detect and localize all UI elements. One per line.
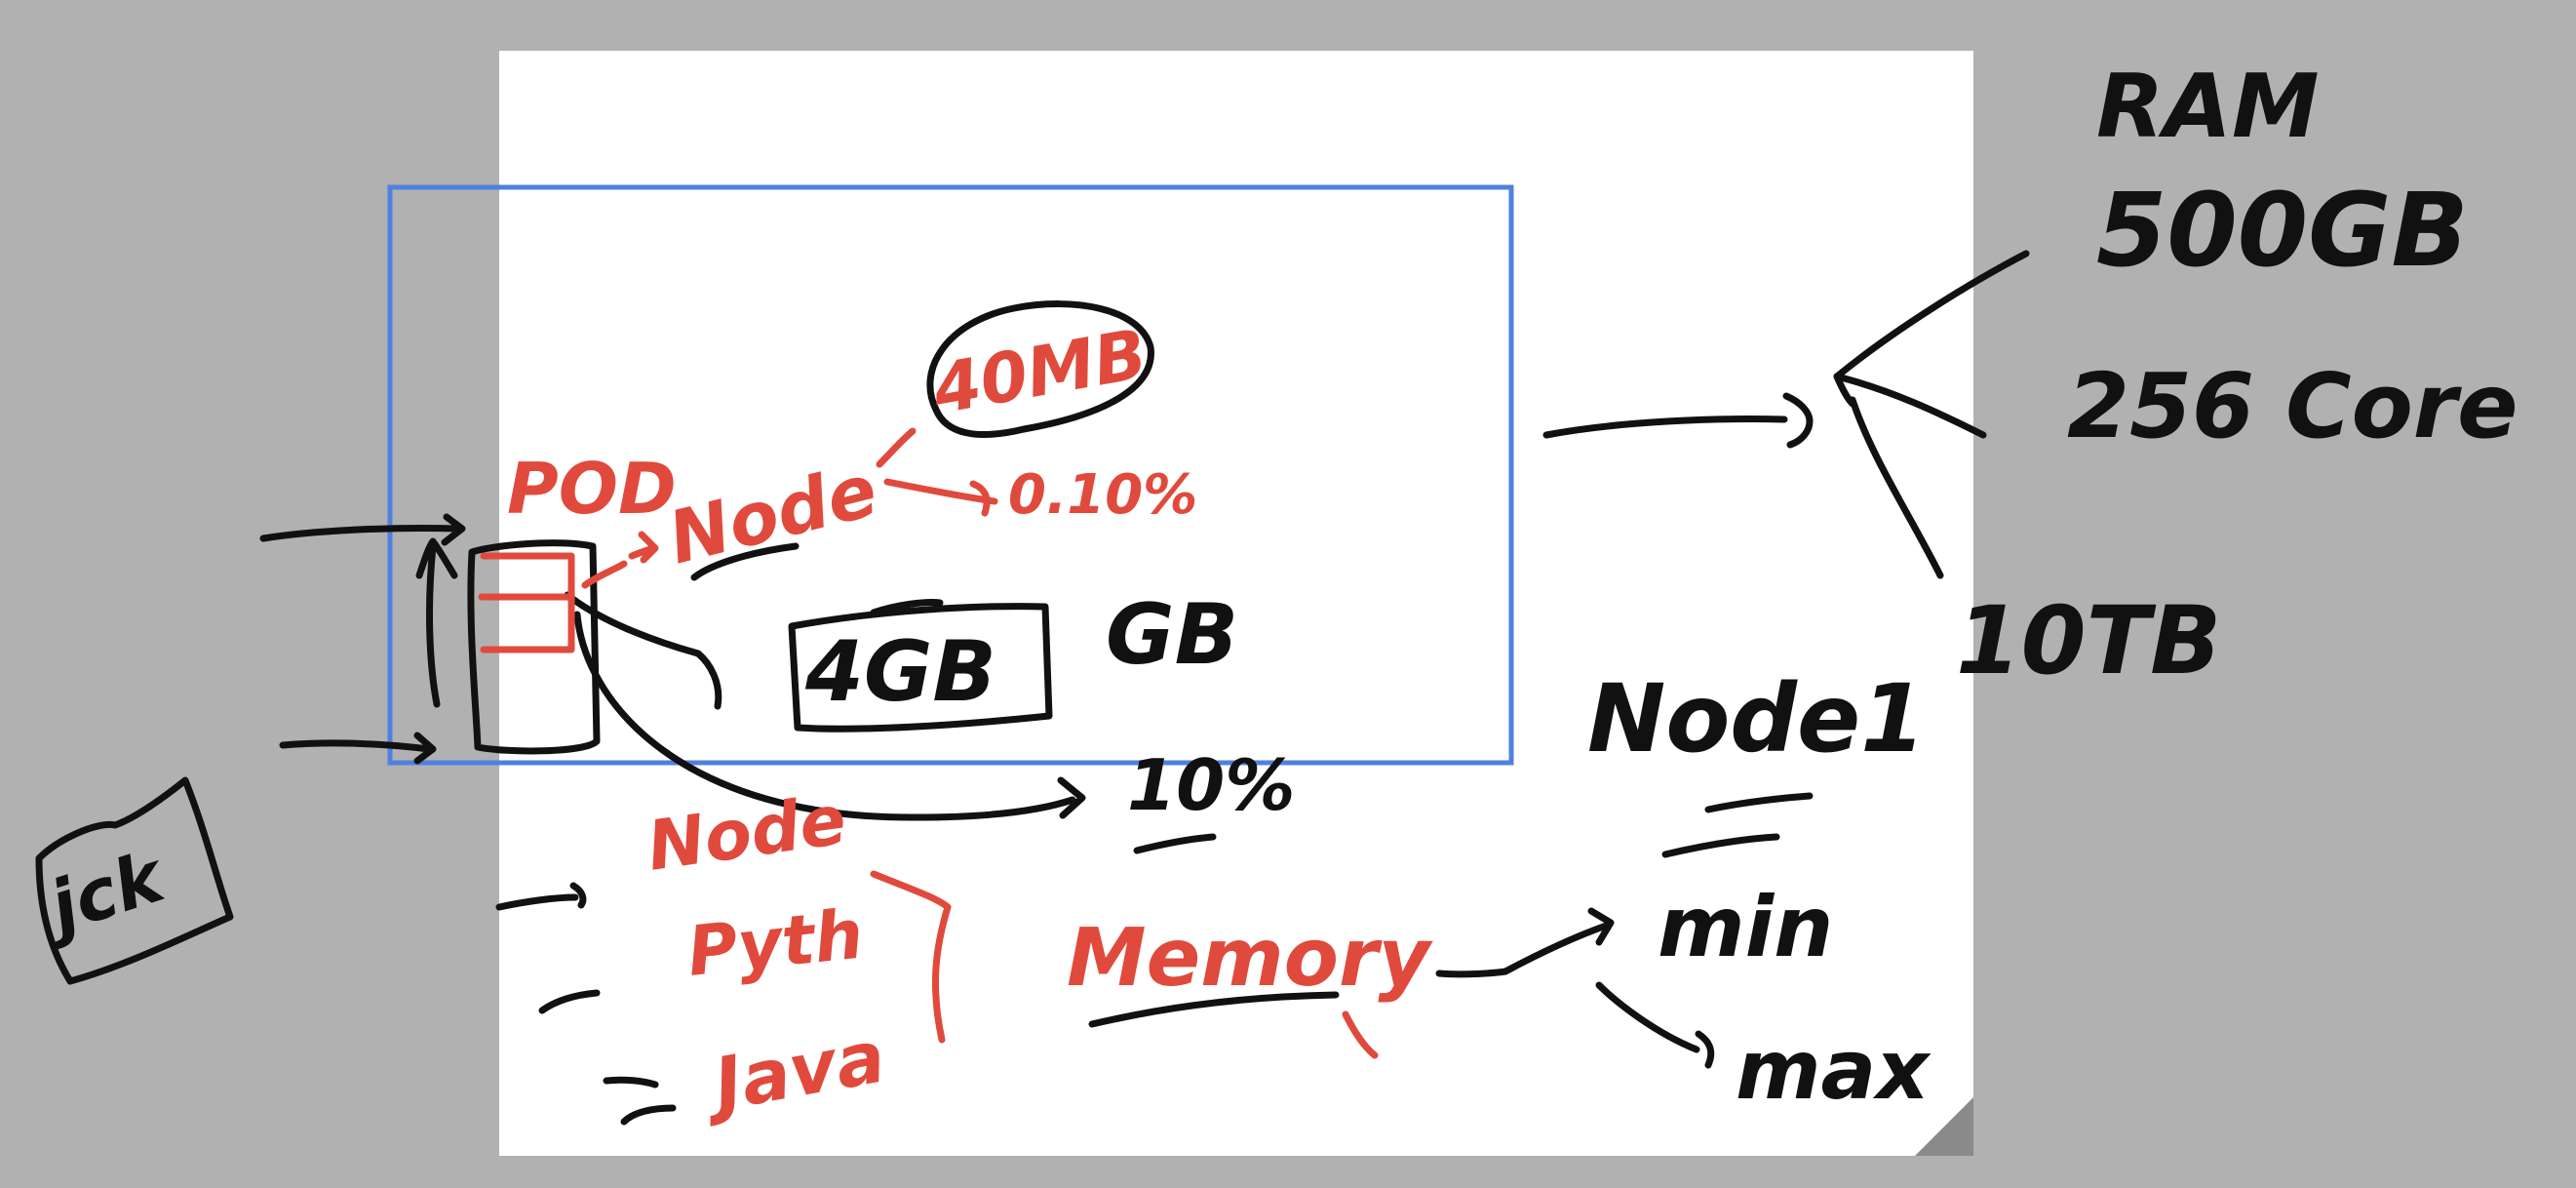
label-node1: Node1 — [1587, 664, 1926, 773]
node-to-badge-line — [876, 427, 917, 468]
incoming-line-top — [259, 513, 466, 546]
label-pod: POD — [507, 448, 677, 530]
container-box-stroke — [467, 539, 601, 755]
memory-to-max-arrow — [1595, 981, 1715, 1069]
label-python: Pyth — [683, 894, 867, 992]
selection-rectangle[interactable] — [387, 184, 1514, 766]
label-max: max — [1736, 1022, 1932, 1118]
underline-10pct — [1133, 833, 1217, 854]
up-arrow-stroke — [415, 537, 458, 708]
pod-to-node-arrow — [581, 531, 659, 589]
list-dash-2 — [538, 989, 601, 1014]
page-corner-fold — [1915, 1097, 1973, 1156]
pod-to-10pct-curve — [573, 611, 1086, 821]
branch-to-ram — [1833, 250, 2030, 380]
label-percent: 10% — [1127, 744, 1295, 826]
label-cores: 256 Core — [2067, 354, 2518, 458]
label-ram-size: 500GB — [2096, 171, 2469, 290]
label-jck: jck — [31, 834, 176, 951]
label-ram: RAM — [2096, 56, 2320, 158]
pod-inner-box — [478, 552, 575, 653]
label-storage: 10TB — [1956, 586, 2221, 695]
badge-to-percent-arrow — [883, 478, 998, 517]
pod-to-4gb-arrow — [564, 591, 722, 710]
node1-underline-1 — [1704, 792, 1814, 813]
label-memory: Memory — [1067, 912, 1433, 1005]
label-container-size: 4GB — [804, 623, 996, 721]
branch-to-storage — [1833, 373, 1944, 579]
4gb-box-topmark — [870, 599, 944, 616]
list-dash-3 — [603, 1076, 677, 1126]
jck-box-stroke — [35, 776, 234, 985]
arrow-to-machine — [1542, 392, 1814, 449]
list-dash-1 — [495, 882, 587, 911]
memory-underline — [1088, 991, 1340, 1028]
dash-under-node — [690, 542, 800, 581]
list-bracket — [870, 870, 952, 1044]
label-container-gb: GB — [1106, 586, 1238, 684]
label-min: min — [1658, 879, 1833, 976]
badge-ellipse — [926, 300, 1154, 438]
incoming-line-bottom — [279, 732, 437, 765]
node1-underline-2 — [1661, 833, 1780, 858]
paper-page — [499, 51, 1973, 1156]
branch-to-cores — [1833, 373, 1987, 439]
label-node-percent: 0.10% — [1008, 463, 1197, 527]
memory-to-min-arrow — [1435, 907, 1615, 978]
memory-hook — [1342, 1010, 1379, 1059]
